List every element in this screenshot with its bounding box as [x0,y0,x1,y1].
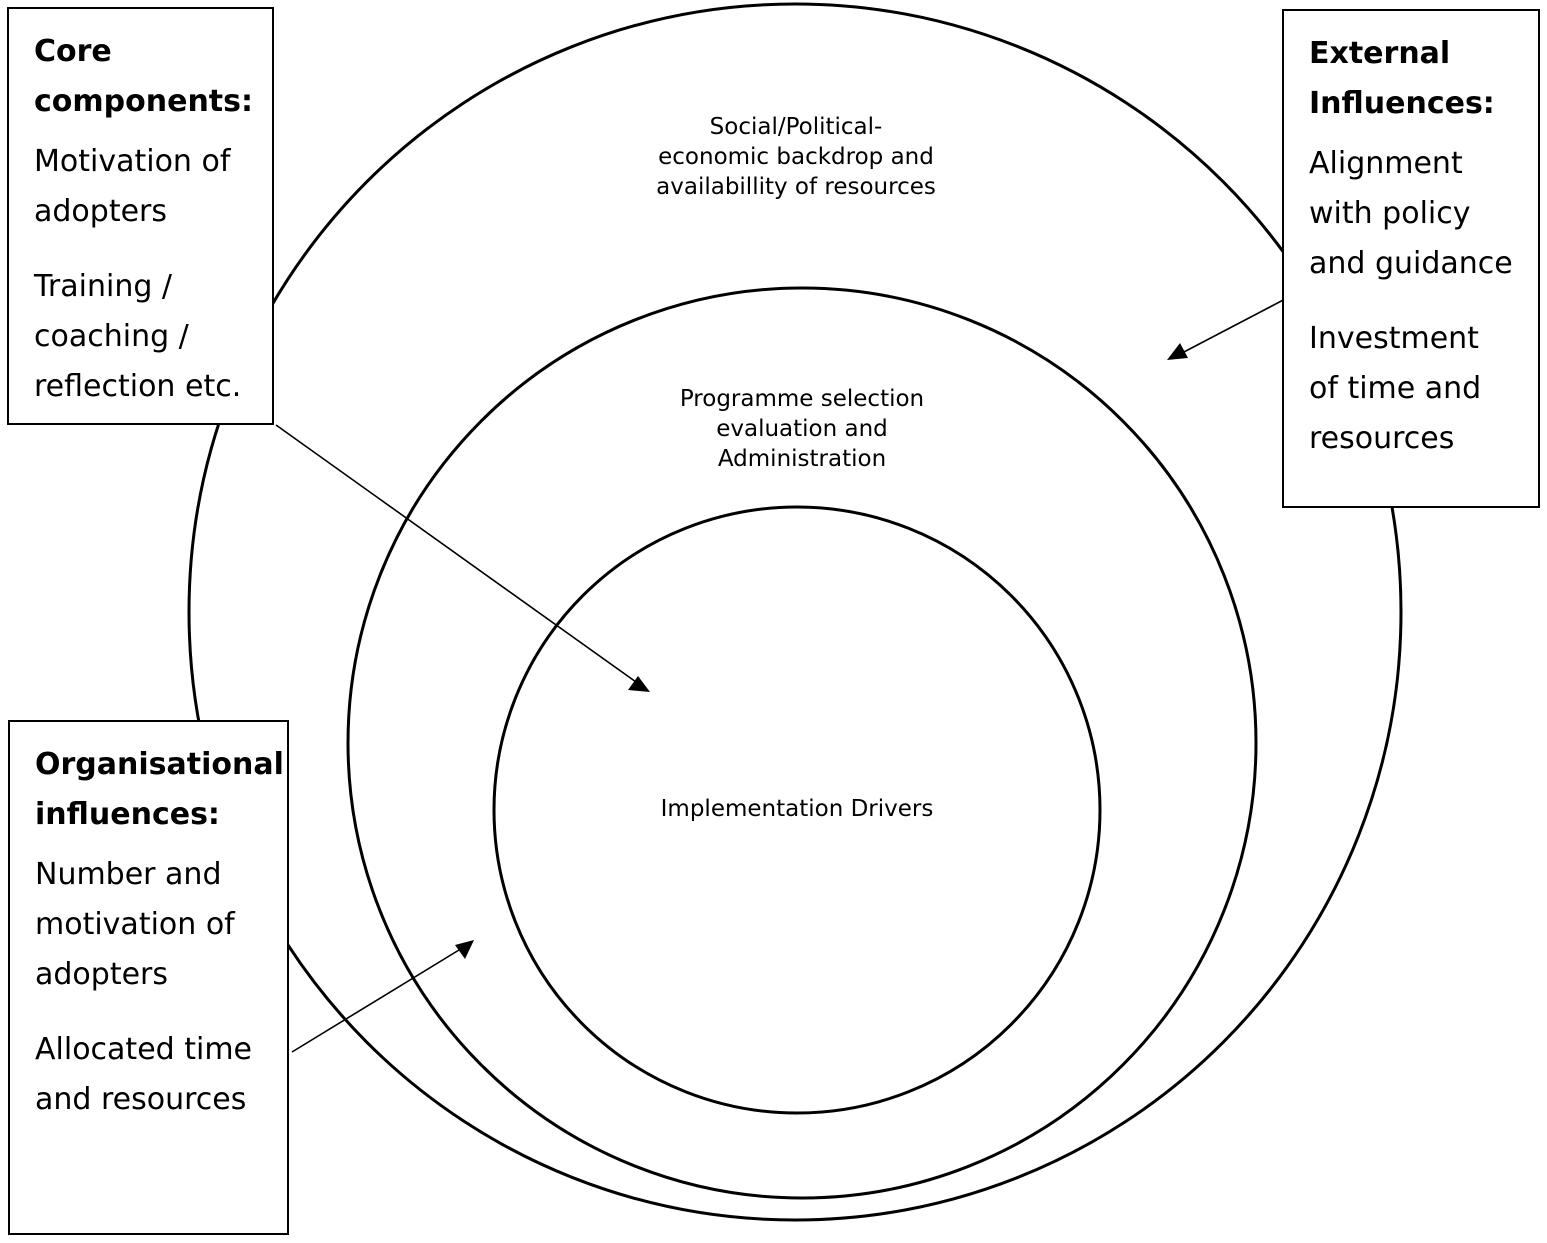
external-influences-arrowhead [1167,343,1188,360]
core-components-title: Core components: [34,34,253,119]
middle-ring [346,286,1258,1200]
external-influences-arrow [1167,296,1290,360]
organisational-influences-item: Allocated time and resources [35,1032,253,1117]
outer-ring-label: Social/Political- economic backdrop and … [626,112,966,202]
organisational-influences-arrow-line [291,949,460,1053]
core-components-item: Training / coaching / reflection etc. [34,269,242,404]
external-influences-box: External Influences: Alignment with poli… [1282,9,1540,508]
core-components-arrow [275,424,650,692]
external-influences-item: Alignment with policy and guidance [1309,146,1513,281]
core-components-arrow-line [275,424,637,683]
external-influences-title: External Influences: [1309,36,1495,121]
middle-ring-label-text: Programme selection evaluation and Admin… [679,386,925,472]
outer-ring [187,2,1403,1222]
external-influences-item: Investment of time and resources [1309,321,1482,456]
outer-ring-label-text: Social/Political- economic backdrop and … [656,114,936,200]
inner-ring [492,505,1102,1115]
organisational-influences-arrowhead [455,940,474,959]
core-components-item: Motivation of adopters [34,144,231,229]
inner-ring-label-text: Implementation Drivers [660,796,934,822]
external-influences-arrow-line [1181,296,1290,354]
organisational-influences-arrow [291,940,474,1053]
inner-ring-label: Implementation Drivers [617,794,977,824]
organisational-influences-title: Organisational influences: [35,747,284,832]
organisational-influences-item: Number and motivation of adopters [35,857,235,992]
middle-ring-label: Programme selection evaluation and Admin… [642,384,962,474]
core-components-arrowhead [628,676,650,692]
core-components-box: Core components: Motivation of adopters … [7,7,274,425]
organisational-influences-box: Organisational influences: Number and mo… [8,720,289,1235]
